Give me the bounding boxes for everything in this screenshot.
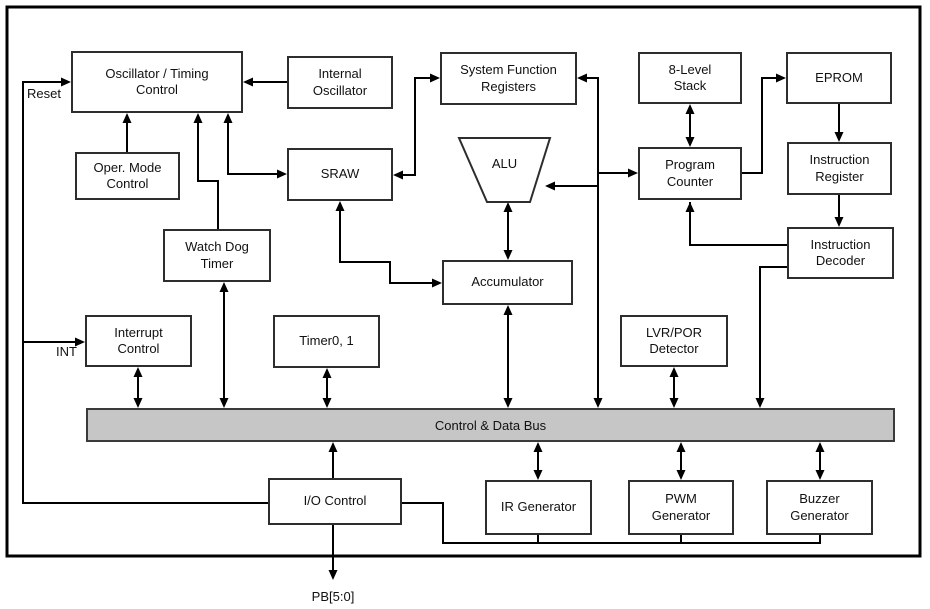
label-reset-pin: Reset (27, 86, 61, 101)
node-timer0-1: Timer0, 1 (273, 315, 380, 368)
node-interrupt-control: Interrupt Control (85, 315, 192, 367)
node-io-control: I/O Control (268, 478, 402, 525)
node-watch-dog-timer: Watch Dog Timer (163, 229, 271, 282)
node-oper-mode-control: Oper. Mode Control (75, 152, 180, 200)
node-sraw: SRAW (287, 148, 393, 201)
node-system-function-registers: System Function Registers (440, 52, 577, 105)
node-lvr-por-detector: LVR/POR Detector (620, 315, 728, 367)
control-data-bus: Control & Data Bus (86, 408, 895, 442)
node-program-counter: Program Counter (638, 147, 742, 200)
diagram-frame (5, 5, 922, 558)
node-pwm-generator: PWM Generator (628, 480, 734, 535)
node-instruction-decoder: Instruction Decoder (787, 227, 894, 279)
arrowheads (61, 73, 844, 580)
label-pb-port: PB[5:0] (311, 589, 355, 604)
node-buzzer-generator: Buzzer Generator (766, 480, 873, 535)
node-8-level-stack: 8-Level Stack (638, 52, 742, 104)
node-eprom: EPROM (786, 52, 892, 104)
label-int-pin: INT (56, 344, 77, 359)
node-ir-generator: IR Generator (485, 480, 592, 535)
node-accumulator: Accumulator (442, 260, 573, 305)
node-alu-shape (457, 137, 552, 203)
node-instruction-register: Instruction Register (787, 142, 892, 195)
node-alu-label: ALU (491, 156, 518, 171)
node-oscillator-timing-control: Oscillator / Timing Control (71, 51, 243, 113)
node-internal-oscillator: Internal Oscillator (287, 56, 393, 109)
connector-lines (22, 77, 840, 576)
